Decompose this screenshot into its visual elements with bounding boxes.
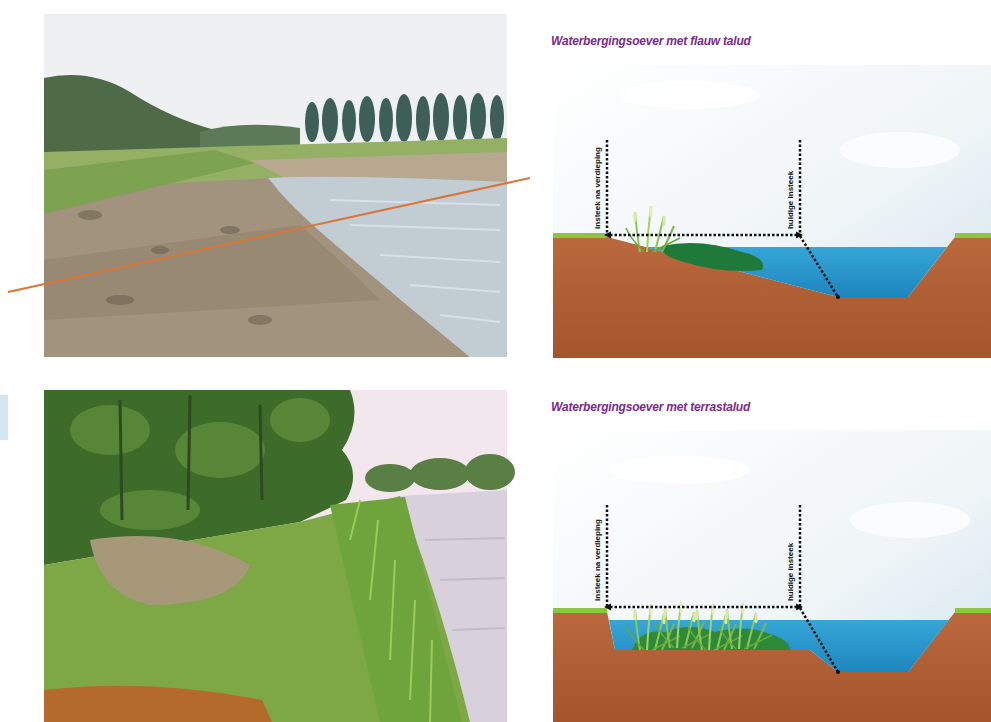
section-title: Waterbergingsoever met flauw talud xyxy=(551,34,751,49)
poplar xyxy=(490,95,504,141)
cloud xyxy=(620,81,760,109)
dotted-line xyxy=(610,234,797,237)
grass xyxy=(955,608,991,613)
reeds xyxy=(688,604,742,650)
reeds xyxy=(626,604,680,650)
dirt-patch xyxy=(90,536,250,605)
level-label: huidige insteek xyxy=(786,543,796,601)
poplar-row xyxy=(305,93,504,142)
arrow-tip xyxy=(604,232,611,239)
clod xyxy=(106,295,134,305)
far-trees xyxy=(365,454,515,492)
grass xyxy=(955,233,991,238)
foliage xyxy=(70,398,330,530)
poplar xyxy=(359,96,375,142)
grass xyxy=(553,233,607,238)
dotted-lines xyxy=(607,505,838,672)
level-label: insteek na verdieping xyxy=(593,519,603,601)
tree xyxy=(365,464,415,492)
ditch-water xyxy=(44,686,272,722)
cloud xyxy=(850,502,970,538)
diagram-sky xyxy=(553,430,991,722)
dotted-line xyxy=(610,606,797,609)
arrow-tip xyxy=(604,604,611,611)
leaf-blob xyxy=(70,405,150,455)
grass-bank xyxy=(44,496,470,722)
clod xyxy=(151,246,169,254)
poplar xyxy=(342,100,356,142)
section-terrace-slope xyxy=(553,430,991,722)
dotted-lines xyxy=(607,140,838,297)
clod xyxy=(220,226,240,234)
dot xyxy=(836,670,840,674)
section-title: Waterbergingsoever met terrastalud xyxy=(551,400,750,415)
diagram-sky xyxy=(553,65,991,358)
dotted-line xyxy=(800,236,838,297)
level-label: huidige insteek xyxy=(786,171,796,229)
section-flat-slope xyxy=(553,65,991,358)
photo-sky xyxy=(44,14,507,357)
tree-line xyxy=(200,125,300,148)
dotted-line xyxy=(606,505,609,607)
reeds xyxy=(656,602,710,648)
tree xyxy=(465,454,515,490)
grass-edge xyxy=(44,150,255,214)
reeds xyxy=(718,603,772,649)
ground xyxy=(553,237,991,358)
reed-strip xyxy=(330,497,462,722)
leaf-blob xyxy=(100,490,200,530)
poplar xyxy=(416,96,430,142)
poplar xyxy=(322,98,338,142)
edge-mark xyxy=(0,395,8,440)
reed-blades xyxy=(350,500,432,722)
poplar xyxy=(433,93,449,141)
dotted-line xyxy=(800,608,838,672)
water-plants xyxy=(662,243,763,271)
leaf-blob xyxy=(270,398,330,442)
poplar xyxy=(396,94,412,142)
tree xyxy=(410,458,470,490)
poplar xyxy=(453,95,467,141)
photo-sky xyxy=(44,390,507,722)
trunks xyxy=(120,395,262,520)
photo-flat-slope xyxy=(44,14,507,357)
clod xyxy=(78,210,102,220)
photo-terrace-slope xyxy=(44,390,515,722)
dotted-line xyxy=(799,505,802,607)
level-label: insteek na verdieping xyxy=(593,147,603,229)
dotted-line xyxy=(799,140,802,235)
ground xyxy=(553,612,991,722)
poplar xyxy=(305,102,319,142)
clod xyxy=(248,315,272,325)
cloud xyxy=(840,132,960,168)
reeds xyxy=(626,206,680,252)
clods xyxy=(78,210,272,325)
poplar xyxy=(379,98,393,142)
grass xyxy=(553,608,607,613)
section-line xyxy=(8,178,530,292)
dot xyxy=(836,295,840,299)
arrow-tip xyxy=(796,604,803,611)
poplar xyxy=(470,93,486,141)
cloud xyxy=(610,456,750,484)
dotted-line xyxy=(606,140,609,235)
arrow-tip xyxy=(796,232,803,239)
